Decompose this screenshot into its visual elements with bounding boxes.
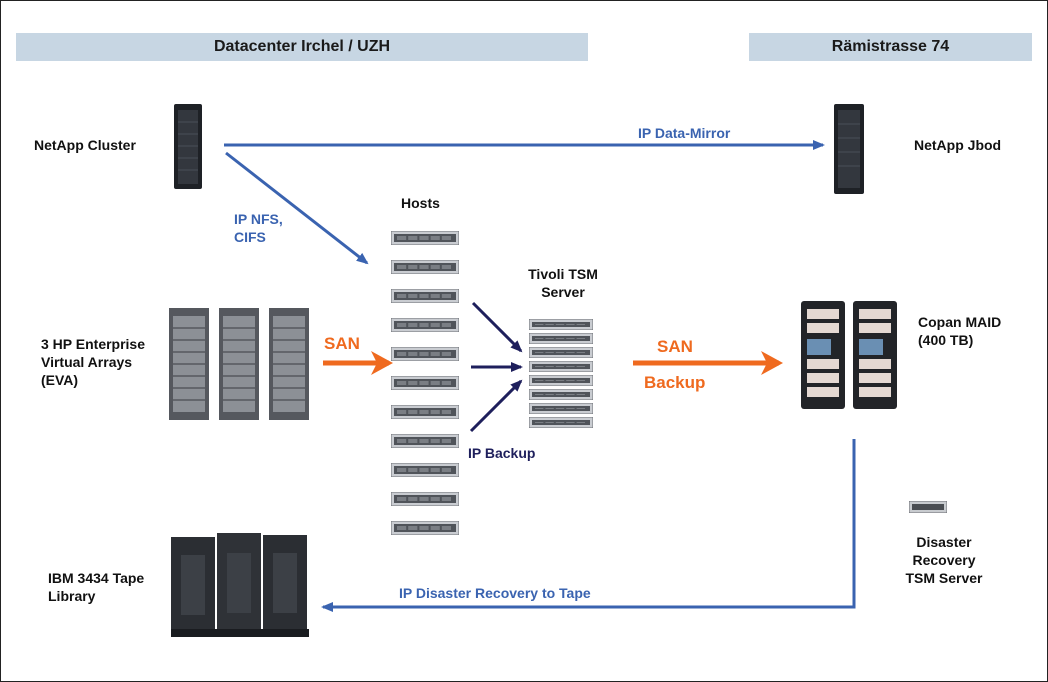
rack-server-icon: [391, 347, 459, 361]
rack-server-icon: [529, 403, 593, 414]
server-rack-icon: [833, 104, 865, 194]
tivoli-tsm-label: Tivoli TSM Server: [528, 266, 598, 300]
rack-server-icon: [529, 319, 593, 330]
tape-library-icon: [171, 531, 309, 639]
rack-server-icon: [529, 347, 593, 358]
rack-server-icon: [391, 231, 459, 245]
rack-server-icon: [391, 260, 459, 274]
rack-server-icon: [908, 500, 948, 514]
storage-cabinet-icon: [799, 301, 899, 413]
rack-server-icon: [391, 405, 459, 419]
header-datacenter-irchel: Datacenter Irchel / UZH: [16, 33, 588, 61]
ip-backup-label: IP Backup: [468, 445, 536, 461]
tivoli-server-stack: [529, 319, 595, 435]
ibm-tape-label: IBM 3434 Tape Library: [48, 570, 145, 604]
copan-maid-label: Copan MAID (400 TB): [918, 314, 1002, 348]
server-rack-icon: [173, 104, 203, 189]
rack-server-icon: [391, 376, 459, 390]
rack-server-icon: [529, 389, 593, 400]
rack-server-icon: [391, 492, 459, 506]
hp-eva-label: 3 HP Enterprise Virtual Arrays (EVA): [41, 336, 146, 388]
ip-backup-arrow-bottom: [469, 379, 523, 433]
netapp-jbod-label: NetApp Jbod: [914, 137, 1002, 153]
dr-tsm-label: Disaster Recovery TSM Server: [905, 534, 983, 586]
ip-dr-tape-arrow: [321, 439, 856, 612]
ip-nfs-arrow: [225, 151, 369, 265]
rack-server-icon: [529, 333, 593, 344]
rack-server-icon: [391, 521, 459, 535]
rack-server-icon: [391, 289, 459, 303]
rack-server-icon: [391, 463, 459, 477]
rack-server-icon: [391, 434, 459, 448]
hosts-label: Hosts: [401, 195, 440, 211]
header-raemistrasse: Rämistrasse 74: [749, 33, 1032, 61]
storage-array-icon: [169, 308, 309, 420]
rack-server-icon: [529, 417, 593, 428]
rack-server-icon: [391, 318, 459, 332]
rack-server-icon: [529, 375, 593, 386]
hosts-rack-stack: [391, 231, 461, 553]
netapp-cluster-label: NetApp Cluster: [34, 137, 136, 153]
san-left-label: SAN: [324, 334, 360, 353]
backup-label: Backup: [644, 373, 706, 392]
ip-dr-tape-label: IP Disaster Recovery to Tape: [399, 585, 591, 601]
ip-backup-arrow-top: [471, 301, 523, 353]
ip-nfs-label: IP NFS, CIFS: [234, 211, 283, 245]
rack-server-icon: [529, 361, 593, 372]
san-right-label: SAN: [657, 337, 693, 356]
ip-data-mirror-label: IP Data-Mirror: [638, 125, 731, 141]
